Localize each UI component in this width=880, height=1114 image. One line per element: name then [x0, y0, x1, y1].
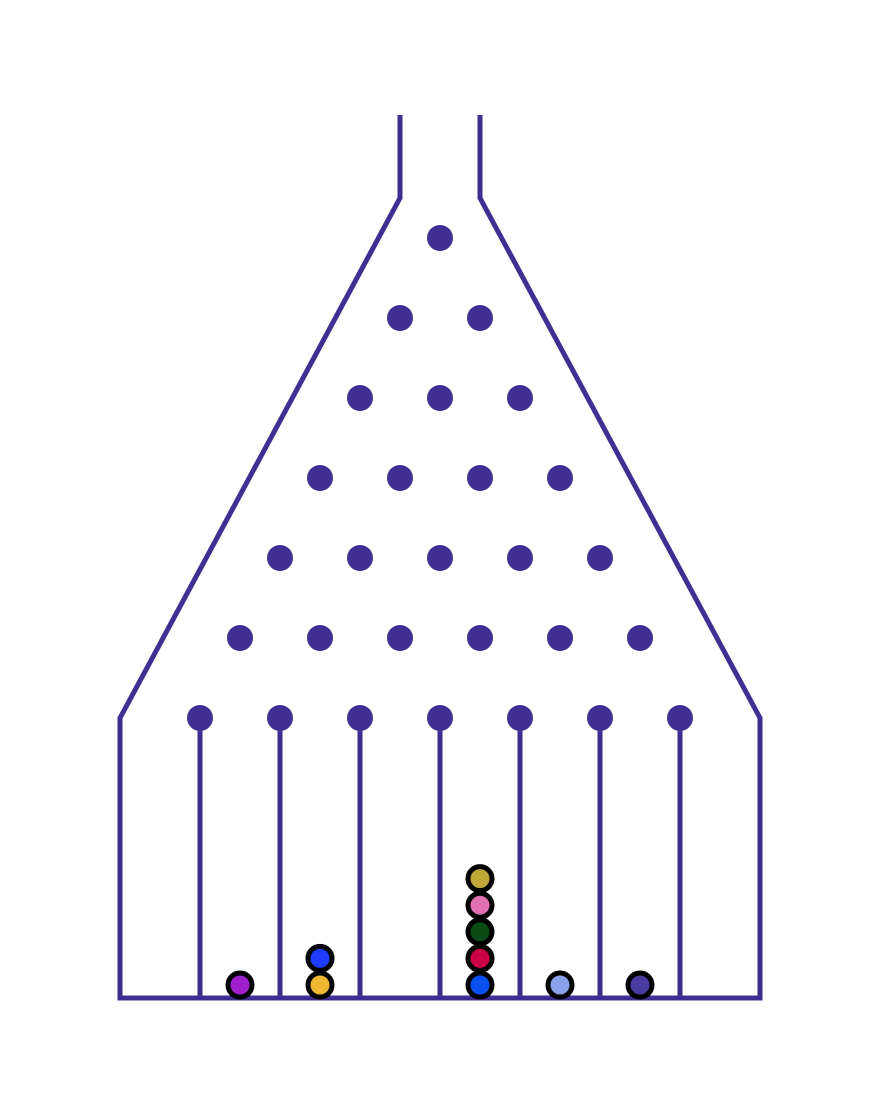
peg-grid — [187, 225, 693, 731]
ball — [465, 970, 495, 1000]
peg — [347, 705, 373, 731]
peg — [507, 705, 533, 731]
ball — [465, 864, 495, 894]
ball — [465, 890, 495, 920]
ball — [625, 970, 655, 1000]
peg — [187, 705, 213, 731]
peg — [427, 385, 453, 411]
peg — [347, 385, 373, 411]
ball — [545, 970, 575, 1000]
peg — [507, 385, 533, 411]
bin-dividers — [197, 718, 683, 998]
peg — [547, 465, 573, 491]
ball — [465, 943, 495, 973]
ball — [305, 943, 335, 973]
balls — [225, 864, 655, 1000]
peg — [427, 225, 453, 251]
ball — [465, 917, 495, 947]
peg — [387, 465, 413, 491]
peg — [467, 625, 493, 651]
peg — [627, 625, 653, 651]
peg — [267, 545, 293, 571]
peg — [387, 305, 413, 331]
peg — [467, 465, 493, 491]
peg — [587, 705, 613, 731]
peg — [347, 545, 373, 571]
peg — [307, 625, 333, 651]
peg — [427, 705, 453, 731]
ball — [305, 970, 335, 1000]
peg — [467, 305, 493, 331]
peg — [427, 545, 453, 571]
peg — [227, 625, 253, 651]
peg — [507, 545, 533, 571]
peg — [667, 705, 693, 731]
peg — [307, 465, 333, 491]
peg — [267, 705, 293, 731]
peg — [587, 545, 613, 571]
ball — [225, 970, 255, 1000]
peg — [387, 625, 413, 651]
peg — [547, 625, 573, 651]
